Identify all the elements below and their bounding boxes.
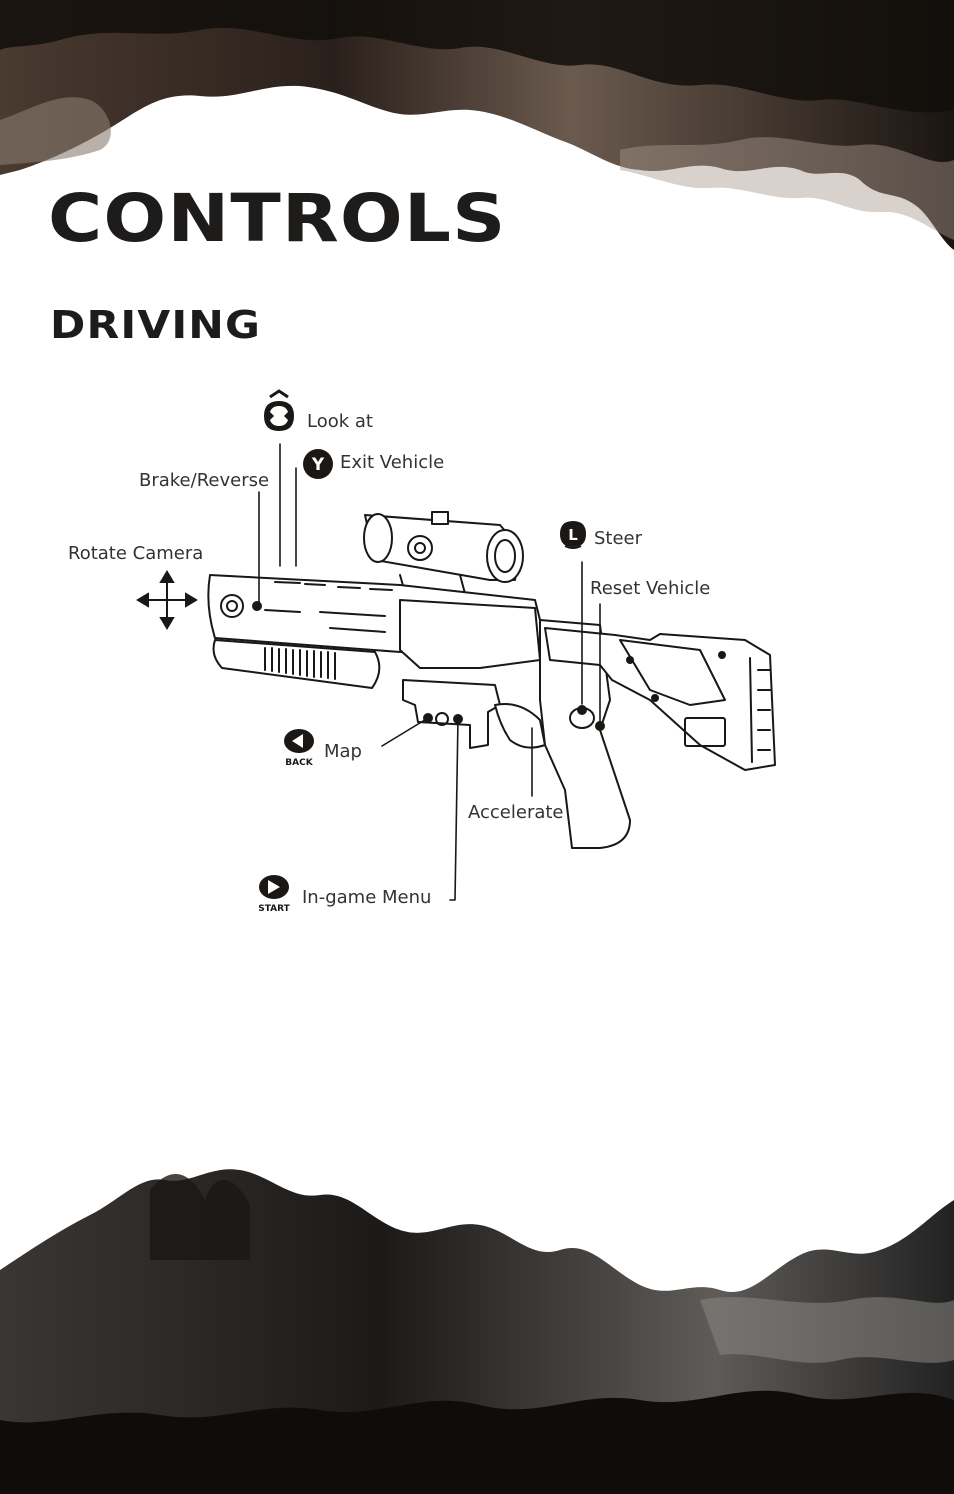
label-reset-vehicle: Reset Vehicle [590,578,711,599]
label-exit-vehicle: Exit Vehicle [340,452,445,473]
four-arrows-icon [136,570,198,630]
label-steer: Steer [594,528,643,549]
y-button-icon: Y [303,449,333,479]
label-look-at: Look at [307,411,373,432]
scope-drawing [363,511,524,613]
label-in-game-menu: In-game Menu [302,887,432,908]
label-accelerate: Accelerate [468,802,564,823]
label-rotate-camera: Rotate Camera [68,543,204,564]
page-title: CONTROLS [48,180,507,257]
label-brake-reverse: Brake/Reverse [139,470,270,491]
label-map: Map [324,741,362,762]
gun-body-drawing [207,574,776,849]
back-button-icon: BACK [284,729,314,768]
start-button-icon: START [258,875,291,914]
leader-lines [258,443,601,901]
start-button-glyph: START [258,904,290,914]
back-button-glyph: BACK [285,758,313,768]
section-title: DRIVING [50,303,262,347]
dpad-up-icon [264,389,294,431]
y-button-glyph: Y [311,455,325,475]
left-stick-glyph: L [568,526,578,544]
left-stick-icon: L [560,521,586,549]
